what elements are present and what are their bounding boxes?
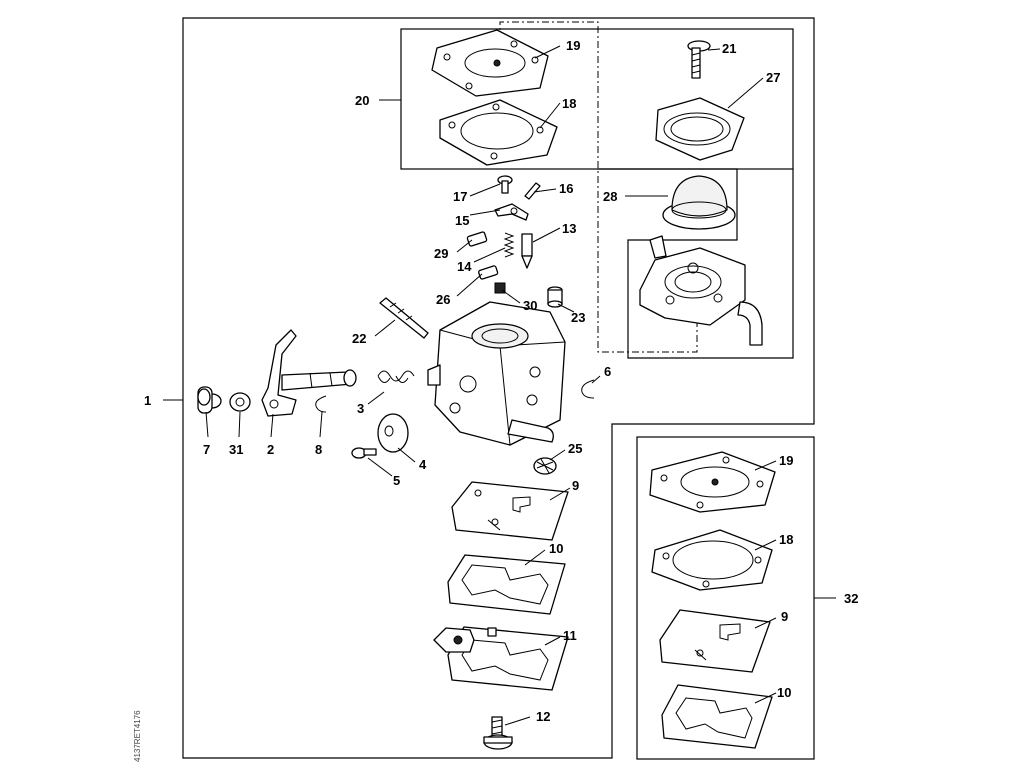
diagram-reference-code: 4137RET4176 — [133, 710, 142, 762]
part-14-spring — [503, 232, 515, 258]
callout-12: 12 — [536, 709, 550, 724]
main-frame — [182, 17, 815, 759]
kit32-part-9-pump-diaphragm — [659, 609, 771, 673]
callout-20: 20 — [355, 93, 369, 108]
leader-lines — [163, 45, 836, 726]
pump-housing — [639, 235, 763, 346]
callout-22: 22 — [352, 331, 366, 346]
callout-13: 13 — [562, 221, 576, 236]
part-25-screen — [533, 457, 557, 475]
part-16-pin — [524, 182, 541, 200]
callout-19: 19 — [566, 38, 580, 53]
callout-30: 30 — [523, 298, 537, 313]
callout-21: 21 — [722, 41, 736, 56]
part-19-diaphragm — [431, 29, 549, 97]
callout-2: 2 — [267, 442, 274, 457]
kit32-callout-19: 19 — [779, 453, 793, 468]
callout-27: 27 — [766, 70, 780, 85]
callout-29: 29 — [434, 246, 448, 261]
callout-10: 10 — [549, 541, 563, 556]
kit32-callout-18: 18 — [779, 532, 793, 547]
callout-23: 23 — [571, 310, 585, 325]
part-13-inlet-needle — [521, 233, 533, 269]
part-11-metering-gasket — [433, 626, 569, 691]
part-31-washer — [229, 392, 251, 412]
part-5-screw — [351, 447, 377, 459]
part-18-gasket — [439, 99, 558, 166]
callout-16: 16 — [559, 181, 573, 196]
part-3-spring — [377, 370, 415, 383]
callout-3: 3 — [357, 401, 364, 416]
kit32-part-19-diaphragm — [649, 451, 776, 513]
part-27-cover — [655, 97, 745, 161]
callout-8: 8 — [315, 442, 322, 457]
part-22-adjusting-screw — [379, 297, 429, 339]
part-7-collar — [197, 386, 222, 414]
part-28-primer-bulb — [662, 175, 736, 230]
part-6-e-clip — [581, 379, 595, 399]
callout-31: 31 — [229, 442, 243, 457]
part-8-e-clip — [315, 395, 327, 413]
kit32-part-18-gasket — [651, 529, 773, 591]
callout-11: 11 — [563, 628, 577, 643]
callout-4: 4 — [419, 457, 427, 472]
callout-26: 26 — [436, 292, 450, 307]
carburetor-body — [427, 301, 566, 446]
callout-9: 9 — [572, 478, 579, 493]
part-26-pad — [478, 265, 499, 280]
callout-15: 15 — [455, 213, 469, 228]
callout-14: 14 — [457, 259, 472, 274]
part-17-screw — [497, 175, 513, 194]
callout-7: 7 — [203, 442, 210, 457]
callout-25: 25 — [568, 441, 582, 456]
callout-18: 18 — [562, 96, 576, 111]
part-2-throttle-shaft — [261, 329, 357, 417]
callout-1: 1 — [144, 393, 151, 408]
callout-32: 32 — [844, 591, 858, 606]
part-23-plug — [547, 286, 563, 308]
kit32-callout-9: 9 — [781, 609, 788, 624]
part-21-screw — [687, 40, 711, 79]
callout-28: 28 — [603, 189, 617, 204]
kit32-part-10-gasket — [661, 684, 773, 749]
part-12-screw — [483, 716, 513, 750]
part-10-gasket — [447, 554, 566, 615]
part-4-throttle-plate — [377, 413, 409, 453]
kit32-callout-10: 10 — [777, 685, 791, 700]
callout-17: 17 — [453, 189, 467, 204]
callout-5: 5 — [393, 473, 400, 488]
callout-6: 6 — [604, 364, 611, 379]
part-15-lever — [494, 203, 529, 221]
part-29-pad — [466, 231, 488, 247]
part-9-pump-diaphragm — [451, 481, 569, 541]
kit-28-box — [597, 168, 794, 359]
part-30-jet — [494, 282, 506, 294]
reference-dashed-line — [499, 21, 698, 353]
